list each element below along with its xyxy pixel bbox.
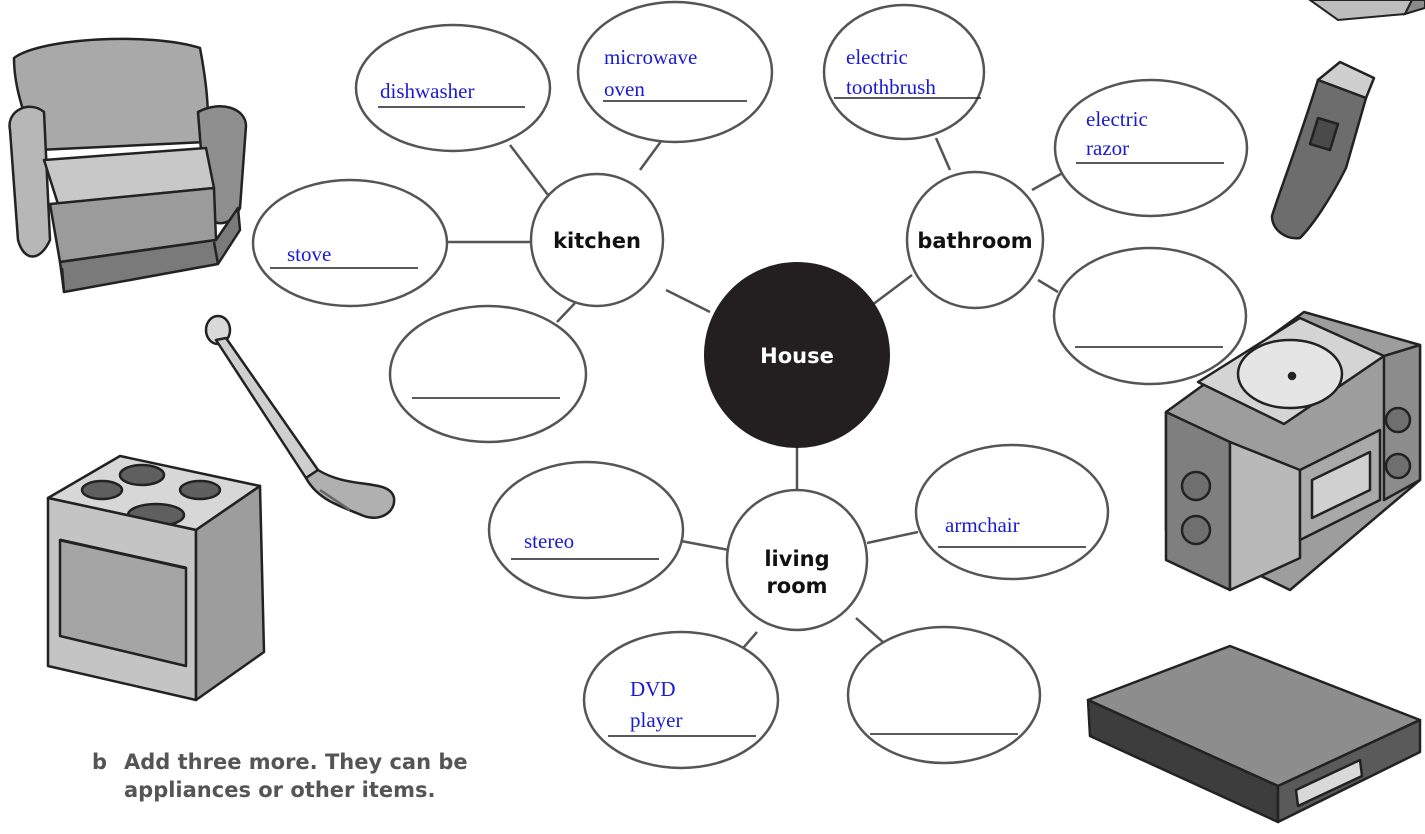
instruction-letter: b — [92, 750, 108, 774]
hub-living-room: living room — [725, 488, 869, 632]
electric-razor-illustration — [1270, 60, 1376, 240]
instruction-line-1: Add three more. They can be — [124, 750, 468, 774]
answer-oval-armchair[interactable] — [914, 443, 1110, 581]
answer-oval-living-blank[interactable] — [846, 625, 1042, 765]
answer-oval-kitchen-blank[interactable] — [388, 304, 588, 444]
answer-oval-stove[interactable] — [251, 178, 449, 308]
answer-stove: stove — [287, 242, 331, 266]
answer-toothbrush-line2: toothbrush — [846, 75, 936, 99]
hub-living-room-label-1: living — [764, 547, 829, 571]
dvd-player-illustration — [1086, 644, 1422, 824]
hub-bathroom: bathroom — [905, 170, 1045, 310]
answer-oval-razor[interactable] — [1053, 78, 1249, 218]
stove-illustration — [46, 454, 266, 702]
answer-oval-dvd[interactable] — [582, 630, 780, 770]
answer-oval-dishwasher[interactable] — [354, 23, 552, 153]
electric-toothbrush-illustration — [204, 314, 396, 519]
center-label: House — [760, 344, 834, 368]
center-node-house: House — [704, 262, 890, 448]
answer-dvd-line1: DVD — [630, 677, 676, 701]
answer-stereo: stereo — [524, 529, 574, 553]
answer-armchair: armchair — [945, 513, 1020, 537]
hub-kitchen: kitchen — [529, 172, 665, 308]
answer-microwave-line2: oven — [604, 77, 645, 101]
answer-toothbrush-line1: electric — [846, 45, 908, 69]
answer-oval-microwave[interactable] — [576, 0, 774, 144]
answer-razor-line2: razor — [1086, 136, 1129, 160]
armchair-illustration — [8, 37, 248, 294]
answer-oval-toothbrush[interactable] — [822, 3, 986, 141]
corner-box-illustration — [1308, 0, 1425, 22]
answer-oval-bathroom-blank[interactable] — [1052, 246, 1248, 386]
hub-living-room-label-2: room — [766, 574, 827, 598]
hub-bathroom-label: bathroom — [917, 229, 1032, 253]
stereo-illustration — [1164, 310, 1422, 592]
answer-dishwasher: dishwasher — [380, 79, 474, 103]
answer-microwave-line1: microwave — [604, 45, 697, 69]
answer-razor-line1: electric — [1086, 107, 1148, 131]
connectors — [448, 137, 1069, 655]
answer-oval-stereo[interactable] — [487, 460, 685, 600]
hub-kitchen-label: kitchen — [553, 229, 641, 253]
answer-dvd-line2: player — [630, 708, 682, 732]
instruction-line-2: appliances or other items. — [124, 778, 436, 802]
